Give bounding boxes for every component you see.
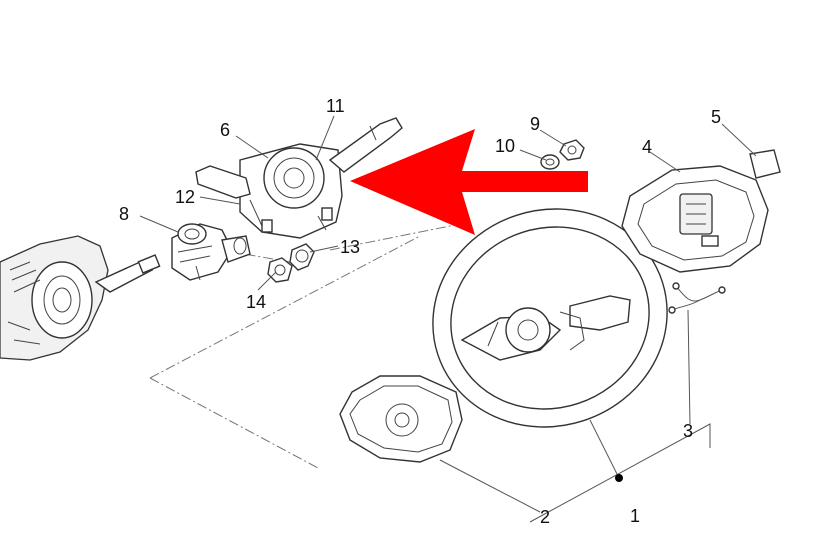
callout-6: 6 [220,120,230,140]
callout-4: 4 [642,137,652,157]
callout-10: 10 [495,136,515,156]
label-part [749,149,781,179]
callout-1: 1 [630,506,640,526]
wheel-reference-dot [615,474,623,482]
callout-5: 5 [711,107,721,127]
callout-leader-lines [139,115,757,523]
wire-harness-part [668,282,726,314]
callout-9: 9 [530,114,540,134]
callout-14: 14 [246,292,266,312]
callout-13: 13 [340,237,360,257]
steering-wheel-part [432,208,668,428]
rear-cover-part [339,375,463,463]
callout-8: 8 [119,204,129,224]
airbag-module-part [621,165,769,273]
red-direction-arrow [350,129,588,235]
callout-11: 11 [326,96,345,116]
callout-2: 2 [540,507,550,527]
steering-column [0,235,161,361]
callout-12: 12 [175,187,195,207]
callout-3: 3 [683,421,693,441]
nut-and-washer-parts [540,139,585,170]
clip-parts [267,243,315,283]
callout-labels: 1 2 3 4 5 6 8 9 10 11 12 13 14 [119,96,721,527]
combination-switch-part [195,117,403,239]
ignition-lock-part [171,223,251,281]
